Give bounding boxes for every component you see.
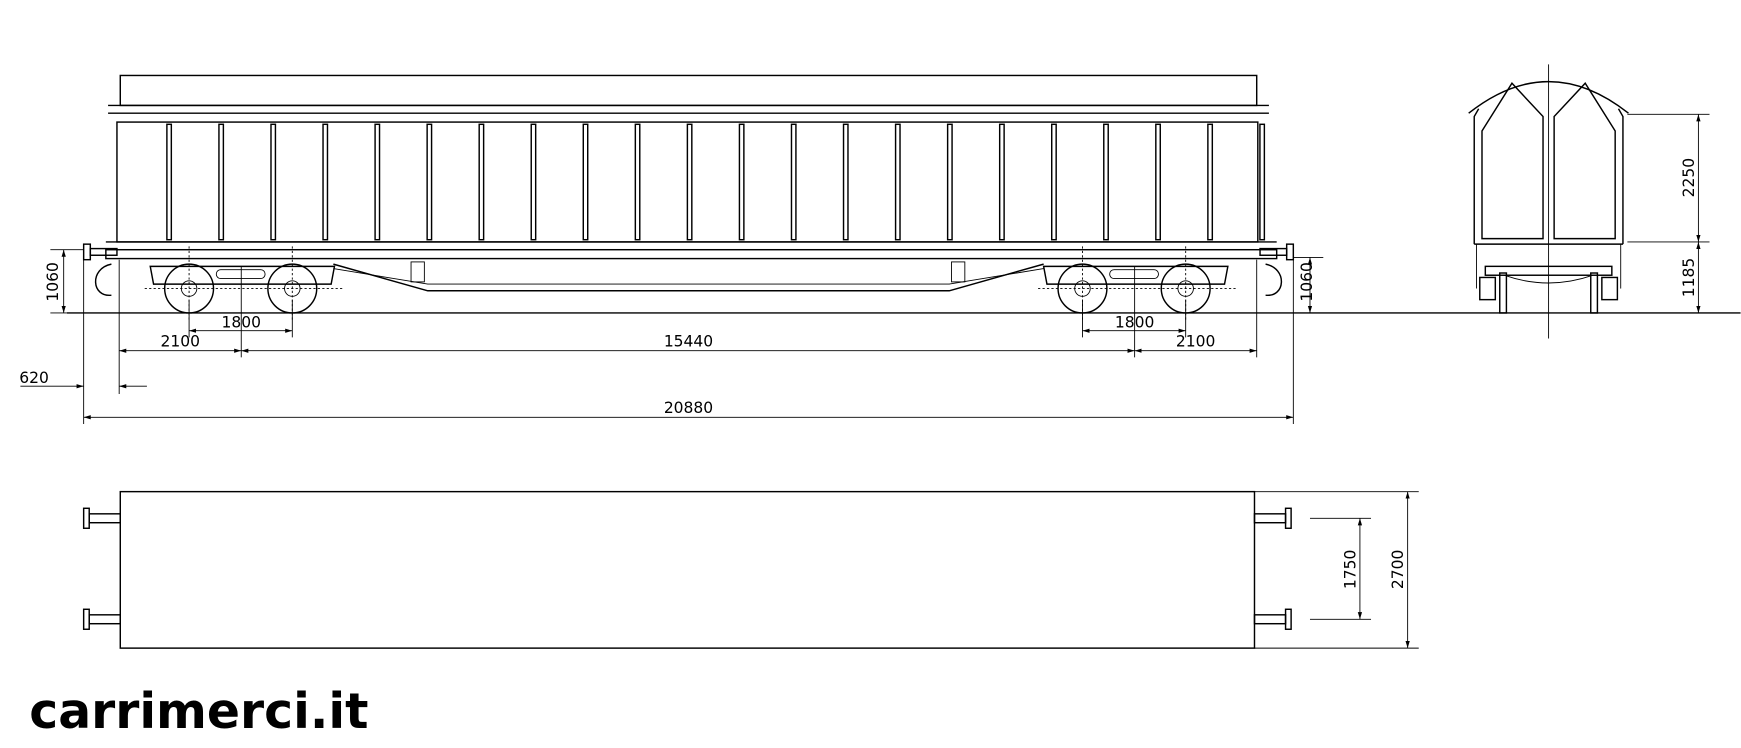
buffers-plan [82, 507, 1292, 630]
stanchion [1155, 123, 1161, 241]
buffer-left [82, 243, 92, 261]
stanchion [634, 123, 641, 241]
stanchion [478, 123, 485, 241]
dim-length-over-buffers: 20880 [664, 399, 713, 417]
dim-floor-height: 1185 [1680, 258, 1698, 298]
fishbelly-sill [333, 263, 1044, 292]
dim-width: 2700 [1389, 550, 1407, 590]
buffer-right [1285, 243, 1295, 261]
top-view: 1750 2700 [82, 490, 1419, 649]
end-door-left [1481, 82, 1544, 240]
dim-axle-left: 1800 [221, 313, 261, 331]
stanchion [1207, 123, 1214, 241]
dim-body-height: 2250 [1680, 158, 1698, 198]
coupling-hook-right [1265, 263, 1283, 296]
stanchion [790, 123, 797, 241]
logo: carrimerci.it [29, 683, 368, 740]
dim-height-left: 1060 [44, 262, 62, 302]
stanchion [270, 123, 277, 241]
dim-buffer-spacing: 1750 [1341, 550, 1359, 590]
bogie [144, 246, 343, 322]
stanchion [582, 123, 589, 241]
stanchion [1103, 123, 1109, 241]
underframe [105, 248, 1278, 260]
side-view-dimensions: 1060 1060 1800 1800 2100 15440 2100 620 … [19, 249, 1324, 424]
side-stanchions [166, 123, 1266, 241]
dim-height-right: 1060 [1298, 262, 1316, 302]
side-view [67, 74, 1741, 322]
stanchion [166, 123, 173, 241]
bogie [1038, 246, 1236, 322]
stanchion [1051, 123, 1057, 241]
end-view: 2250 1185 [1468, 64, 1710, 339]
stanchion [842, 123, 849, 241]
dim-overhang-right: 2100 [1176, 332, 1216, 350]
stanchion [322, 123, 329, 241]
stanchion [374, 123, 381, 241]
stanchion [998, 123, 1005, 241]
dim-axle-right: 1800 [1115, 313, 1155, 331]
stanchion [530, 123, 537, 241]
dim-buffer: 620 [19, 369, 49, 387]
stanchion [426, 123, 433, 241]
stanchion [1259, 123, 1266, 241]
stanchion [686, 123, 693, 241]
stanchion [218, 123, 225, 241]
stanchion [738, 123, 745, 241]
dim-overhang-left: 2100 [160, 332, 200, 350]
stanchion [946, 123, 953, 241]
coupling-hook-left [94, 263, 112, 296]
dim-bogie-centres: 15440 [664, 332, 713, 350]
wagon-plan [119, 490, 1256, 649]
stanchion [894, 123, 901, 241]
end-door-right [1553, 82, 1616, 240]
